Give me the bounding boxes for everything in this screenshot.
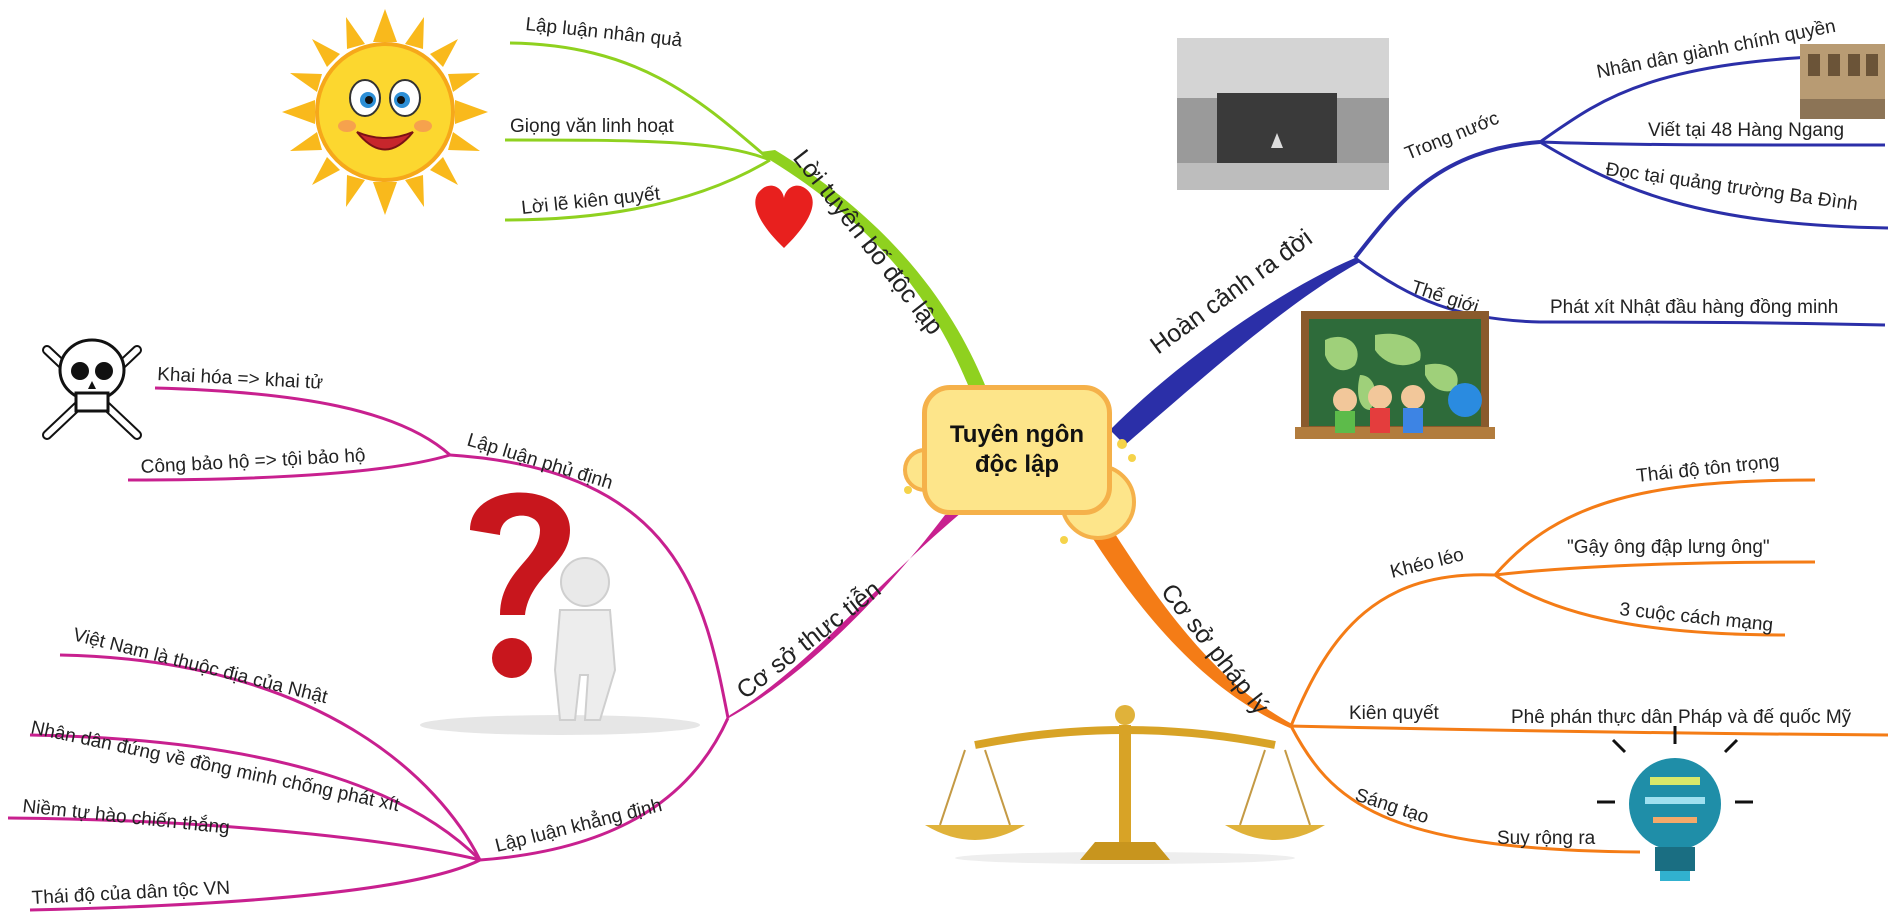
kien-quyet-item-1: Phê phán thực dân Pháp và đế quốc Mỹ: [1511, 707, 1852, 728]
branch-connector: [1080, 510, 1292, 728]
heart-icon: [755, 185, 813, 248]
center-dot: [1128, 454, 1136, 462]
trong-nuoc-label: Trong nước: [1402, 108, 1502, 165]
branch-co-so-phap-ly: Cơ sở pháp lý Khéo léo Kiên quyết Sáng t…: [1080, 451, 1889, 854]
central-topic: Tuyên ngôn độc lập: [922, 385, 1112, 515]
branch-title: Cơ sở thực tiễn: [731, 574, 886, 704]
connector-kd-4: [29, 858, 481, 912]
connector-4: [1539, 320, 1886, 327]
connector-kl-2: [1494, 560, 1816, 577]
balance-scale: [925, 705, 1325, 864]
branch-co-so-thuc-tien: Cơ sở thực tiễn Lập luận phủ định Lập lu…: [7, 364, 962, 912]
the-gioi-item-1: Phát xít Nhật đầu hàng đồng minh: [1550, 297, 1838, 318]
ideas-lightbulb: [1597, 726, 1753, 881]
connector-trong-nuoc: [1353, 140, 1541, 260]
branch-connector: [760, 150, 985, 385]
center-dot: [1060, 536, 1068, 544]
kheo-leo-item-2: "Gậy ông đập lưng ông": [1567, 537, 1770, 558]
connector-kd-3: [7, 816, 481, 862]
connector-3: [1539, 140, 1889, 230]
sang-tao-item-1: Suy rộng ra: [1497, 828, 1596, 849]
center-dot: [904, 486, 912, 494]
central-topic-line-2: độc lập: [974, 451, 1059, 478]
connector-3: [504, 158, 771, 222]
branch-title: Lời tuyên bố độc lập: [787, 144, 948, 340]
sang-tao-label: Sáng tạo: [1352, 785, 1431, 828]
connector-kd-2: [29, 733, 482, 862]
branch-title: Cơ sở pháp lý: [1155, 578, 1275, 720]
building-photo: [1800, 44, 1885, 119]
connector-kl-1: [1493, 478, 1816, 576]
world-map-classroom: [1295, 311, 1495, 439]
trong-nuoc-item-2: Viết tại 48 Hàng Ngang: [1648, 120, 1844, 141]
connector-kien-quyet: [1290, 724, 1889, 737]
branch-connector: [1110, 258, 1360, 445]
connector-khang-dinh: [479, 717, 730, 862]
connector-pd-2: [127, 453, 451, 482]
sun-illustration: [282, 9, 488, 215]
sub-label-3: Lời lẽ kiên quyết: [520, 183, 661, 219]
central-topic-line-1: Tuyên ngôn: [949, 421, 1085, 448]
question-mark-figure: [420, 492, 700, 735]
khang-dinh-label: Lập luận khẳng định: [493, 794, 664, 857]
trong-nuoc-item-3: Đọc tại quảng trường Ba Đình: [1604, 159, 1859, 215]
khang-dinh-item-2: Nhân dân đứng về đồng minh chống phát xí…: [29, 717, 402, 816]
connector-kheo-leo: [1289, 573, 1496, 727]
connector-phu-dinh: [449, 453, 730, 719]
connector-kd-1: [59, 653, 482, 861]
connector-the-gioi: [1354, 256, 1541, 324]
ba-dinh-photo: [1177, 38, 1389, 190]
phu-dinh-label: Lập luận phủ định: [465, 430, 616, 494]
center-dot: [1117, 439, 1127, 449]
khang-dinh-item-3: Niềm tự hào chiến thắng: [21, 795, 230, 839]
connector-pd-1: [154, 386, 452, 457]
branch-loi-tuyen-bo: Lời tuyên bố độc lập Lập luận nhân quả G…: [504, 14, 985, 385]
sub-label-2: Giọng văn linh hoạt: [510, 116, 674, 137]
connector-2: [1539, 140, 1886, 147]
connector-sang-tao: [1289, 725, 1641, 854]
khang-dinh-item-1: Việt Nam là thuộc địa của Nhật: [71, 624, 331, 708]
skull-crossbones-icon: [42, 338, 142, 440]
connector-1: [1539, 53, 1861, 144]
connector-1: [509, 41, 771, 162]
connector-2: [504, 138, 771, 162]
connector-kl-3: [1494, 573, 1786, 637]
kien-quyet-label: Kiên quyết: [1349, 703, 1440, 724]
